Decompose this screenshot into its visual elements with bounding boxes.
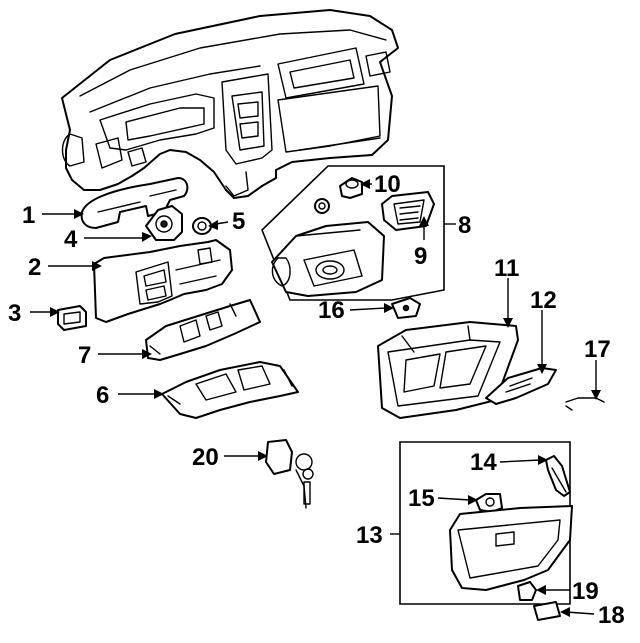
callout-5: 5	[232, 208, 245, 235]
leader-14	[499, 455, 548, 465]
callout-20: 20	[192, 444, 219, 471]
callout-12: 12	[530, 287, 557, 314]
part-4-ignition-bezel	[145, 205, 183, 241]
leader-16	[349, 303, 394, 313]
leader-2	[48, 261, 102, 271]
callout-17: 17	[584, 336, 611, 363]
leader-1	[42, 209, 84, 219]
part-11-glove-box-housing	[377, 321, 519, 419]
part-3-switch	[57, 305, 87, 331]
part-7-console-trim	[145, 299, 261, 361]
callout-labels: 1 2 3 4 5 6 7 8 9 10 11 12 13 14 15 16 1…	[8, 171, 625, 629]
leader-lines	[30, 179, 601, 617]
leader-5	[208, 220, 229, 230]
leader-17	[591, 360, 601, 400]
part-1-trim-bezel	[80, 177, 189, 229]
callout-13: 13	[356, 522, 383, 549]
callout-9: 9	[414, 243, 427, 270]
callout-4: 4	[64, 226, 78, 253]
callout-16: 16	[318, 297, 345, 324]
callout-6: 6	[96, 382, 109, 409]
callout-8: 8	[458, 212, 471, 239]
leader-19	[536, 585, 570, 595]
part-12-latch-plate	[485, 367, 557, 405]
leader-10	[360, 179, 372, 189]
leader-7	[98, 349, 152, 359]
leader-4	[84, 232, 152, 242]
leader-9	[419, 216, 429, 240]
callout-18: 18	[598, 602, 625, 629]
leader-11	[503, 278, 513, 328]
callout-7: 7	[78, 342, 91, 369]
callout-19: 19	[572, 578, 599, 605]
part-8-group-frame	[261, 165, 445, 301]
leader-6	[118, 389, 164, 399]
part-8-group	[261, 165, 445, 301]
callout-11: 11	[494, 255, 519, 282]
part-20-lock-cylinder	[265, 439, 314, 509]
part-13-group-frame	[399, 441, 571, 605]
callout-2: 2	[28, 254, 41, 281]
callout-15: 15	[408, 485, 435, 512]
callout-14: 14	[470, 449, 497, 476]
leader-20	[224, 451, 268, 461]
callout-3: 3	[8, 300, 21, 327]
leader-18	[560, 607, 595, 617]
part-16-clip	[391, 297, 421, 319]
leader-3	[30, 307, 60, 317]
callout-1: 1	[22, 202, 35, 229]
instrument-panel	[61, 9, 399, 199]
leader-12	[537, 310, 547, 374]
part-17-hinge-pin	[565, 397, 605, 411]
leader-15	[437, 495, 478, 505]
part-2-lower-panel	[93, 239, 233, 323]
part-13-group	[399, 441, 573, 621]
part-6-console-plate	[161, 361, 299, 419]
callout-10: 10	[374, 171, 401, 198]
